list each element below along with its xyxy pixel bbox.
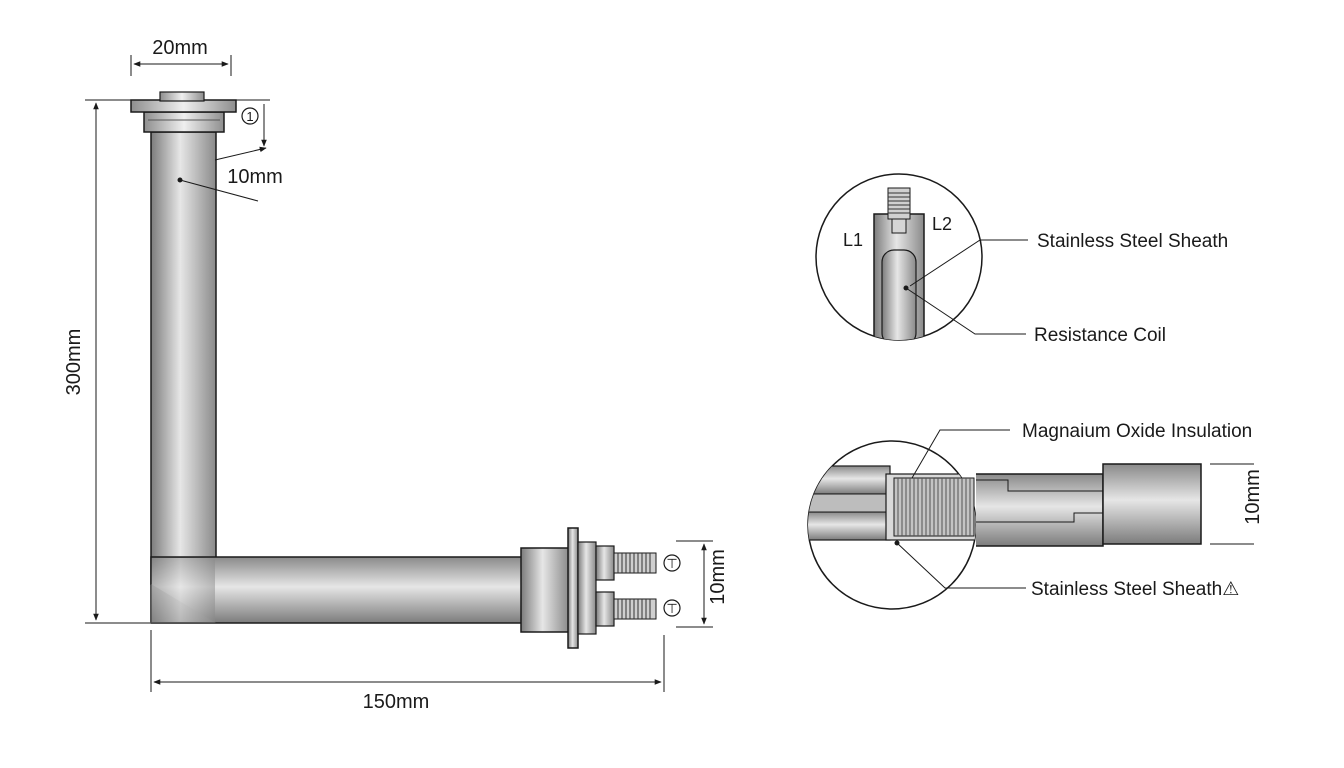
svg-text:⊤: ⊤ bbox=[666, 601, 677, 616]
terminal-marker-upper: ⊤ bbox=[663, 554, 681, 572]
upper-nut bbox=[595, 545, 615, 581]
dimension-terminal-height bbox=[676, 540, 713, 628]
leader-insulation bbox=[911, 429, 1010, 479]
terminal-marker-lower: ⊤ bbox=[663, 599, 681, 617]
length-label: 150mm bbox=[363, 691, 430, 713]
detail-top: L1 L2 bbox=[815, 173, 1028, 341]
label-coil: Resistance Coil bbox=[1034, 325, 1166, 346]
terminal-l2-label: L2 bbox=[932, 214, 952, 234]
warning-icon: ⚠ bbox=[1222, 579, 1239, 600]
resistance-coil-section bbox=[893, 477, 975, 537]
lower-stud bbox=[613, 598, 657, 620]
detail-terminal-stud bbox=[887, 187, 911, 220]
svg-text:⊤: ⊤ bbox=[666, 556, 677, 571]
top-marker: 1 bbox=[241, 107, 259, 125]
wall-label: 10mm bbox=[227, 166, 283, 188]
dimension-top-width bbox=[130, 55, 232, 76]
dimension-length bbox=[150, 630, 665, 692]
detail-end-cap bbox=[1102, 463, 1202, 545]
detail-bottom bbox=[807, 429, 1202, 610]
height-label: 300mm bbox=[63, 329, 85, 396]
terminal-l1-label: L1 bbox=[843, 230, 863, 250]
leader-sheath-top bbox=[909, 239, 1028, 287]
dimension-wall bbox=[177, 99, 270, 202]
detail-diameter-label: 10mm bbox=[1242, 469, 1264, 525]
dimension-height bbox=[85, 99, 150, 624]
end-fitting bbox=[520, 527, 657, 649]
lower-nut bbox=[595, 591, 615, 627]
label-insulation: Magnaium Oxide Insulation bbox=[1022, 421, 1252, 442]
label-sheath-bottom: Stainless Steel Sheath⚠ bbox=[1031, 579, 1239, 600]
label-sheath-top: Stainless Steel Sheath bbox=[1037, 231, 1228, 252]
terminal-height-label: 10mm bbox=[707, 549, 729, 605]
vertical-tube bbox=[150, 131, 217, 585]
leader-sheath-bottom bbox=[896, 542, 1026, 589]
heater-body: ⊤ ⊤ bbox=[130, 91, 681, 649]
top-flange bbox=[130, 91, 237, 133]
svg-text:1: 1 bbox=[246, 109, 253, 124]
leader-coil bbox=[905, 287, 1026, 335]
upper-stud bbox=[613, 552, 657, 574]
dimension-detail-diameter bbox=[1210, 463, 1254, 545]
top-width-label: 20mm bbox=[152, 37, 208, 59]
